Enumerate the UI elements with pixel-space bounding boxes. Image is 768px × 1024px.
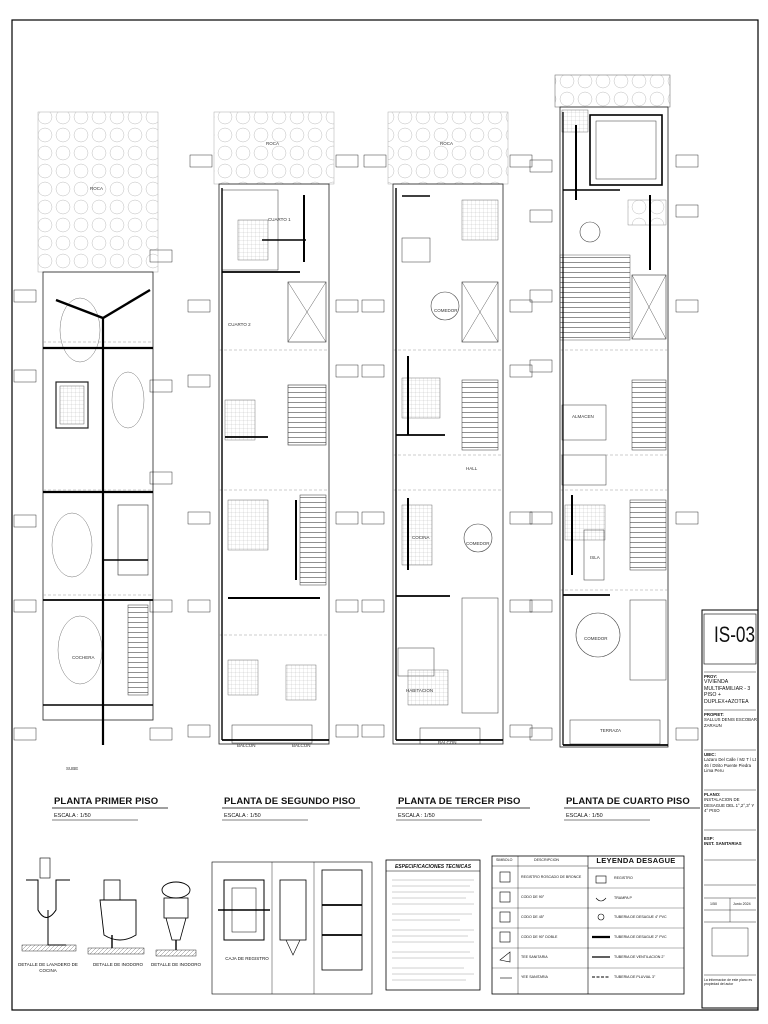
plan-primer-piso — [13, 111, 173, 745]
legend-line: TUBERIA DE PLUVIAL 3" — [614, 975, 656, 979]
room-label-roca: ROCA — [440, 141, 454, 146]
details-area — [21, 857, 373, 995]
scale-value: 1/50 — [710, 902, 717, 906]
room-label-almacen: ALMACEN — [572, 414, 594, 419]
plan-title: PLANTA DE SEGUNDO PISO — [224, 796, 356, 807]
room-label-comedor: COMEDOR — [434, 308, 458, 313]
plan-scale: ESCALA : 1/50 — [224, 813, 261, 819]
plan-title: PLANTA PRIMER PISO — [54, 796, 159, 807]
title-block — [701, 609, 759, 1009]
room-label-balcon: BALCON — [438, 740, 457, 745]
owner-label: PROPIET: — [704, 712, 724, 717]
room-label-balcon: BALCON — [237, 743, 256, 748]
owner-name: SALLUS DENIS ESCOBAR ZARAUN — [704, 717, 758, 728]
location-label: UBIC: — [704, 752, 716, 757]
detail-label-inodoro: DETALLE DE INODORO — [151, 962, 201, 967]
project-title: VIVIENDA MULTIFAMILIAR - 3 PISO + DUPLEX… — [704, 679, 751, 705]
room-label-sube: SUBE — [66, 766, 79, 771]
room-label-terraza: TERRAZA — [600, 728, 622, 733]
title-block-owner: PROPIET: SALLUS DENIS ESCOBAR ZARAUN — [704, 712, 758, 728]
location: Lazaro Del Calle / Mz T / Lt 46 / Dtrito… — [704, 757, 756, 774]
detail-label-caja-registro: CAJA DE REGISTRO — [225, 956, 269, 961]
legend-col-desc: DESCRIPCION — [534, 858, 559, 862]
detail-label-lavadero: DETALLE DE LAVADERO DE COCINA — [18, 962, 78, 973]
specialty: INST. SANITARIAS — [704, 841, 742, 847]
legend-item: YEE SANITARIA — [521, 975, 548, 979]
plan-scale: ESCALA : 1/50 — [566, 813, 603, 819]
plan-scale: ESCALA : 1/50 — [398, 813, 435, 819]
legend-item: TEE SANITARIA — [521, 955, 548, 959]
legend-line: REGISTRO — [614, 876, 633, 880]
title-block-specialty: ESP: INST. SANITARIAS — [704, 836, 758, 847]
sheet-border — [11, 19, 759, 1011]
title-block-project: PROY: VIVIENDA MULTIFAMILIAR - 3 PISO + … — [704, 674, 758, 705]
specs-box — [385, 859, 481, 991]
room-label-cuarto: CUARTO 1 — [268, 217, 291, 222]
legend-table — [491, 855, 685, 995]
room-label-roca: ROCA — [266, 141, 280, 146]
room-label-cuarto: CUARTO 2 — [228, 322, 251, 327]
room-label-habitacion: HABITACION — [406, 688, 434, 693]
room-label-balcon: BALCON — [292, 743, 311, 748]
legend-item: REGISTRO ROSCADO DE BRONCE — [521, 875, 582, 879]
legend-item: CODO DE 90° DOBLE — [521, 935, 558, 939]
room-label-cochera: COCHERA — [72, 655, 95, 660]
plan-title: PLANTA DE CUARTO PISO — [566, 796, 690, 807]
room-label-cocina: COCINA — [412, 535, 430, 540]
title-block-location: UBIC: Lazaro Del Calle / Mz T / Lt 46 / … — [704, 752, 758, 773]
legend-line: TUBERIA DE VENTILACION 2" — [614, 955, 665, 959]
title-block-drawing: PLANO: INSTALACION DE DESAGUE DEL 1°,2°,… — [704, 792, 758, 813]
footer-note: La informacion de este plano es propieda… — [704, 978, 753, 987]
legend-col-symbol: SIMBOLO — [496, 858, 513, 862]
specialty-label: ESP: — [704, 836, 715, 841]
specs-title: ESPECIFICACIONES TECNICAS — [394, 864, 472, 870]
legend-item: CODO DE 90° — [521, 895, 545, 899]
legend-line: TUBERIA DE DESAGUE 4" PVC — [614, 915, 667, 919]
room-label-isla: ISLA — [590, 555, 600, 560]
date-value: Junio 2024 — [733, 902, 751, 906]
plan-segundo-piso — [187, 111, 359, 745]
legend-title: LEYENDA DESAGUE — [596, 856, 676, 865]
plan-cuarto-piso — [529, 74, 699, 748]
detail-label-inodoro: DETALLE DE INODORO — [93, 962, 143, 967]
room-label-hall: HALL — [466, 466, 478, 471]
sheet-code: IS-03 — [714, 622, 756, 647]
drawing-name: INSTALACION DE DESAGUE DEL 1°,2°,3° Y 4°… — [704, 797, 755, 814]
legend-item: CODO DE 45° — [521, 915, 545, 919]
plan-scale: ESCALA : 1/50 — [54, 813, 91, 819]
room-label-comedor: COMEDOR — [584, 636, 608, 641]
drawing-label: PLANO: — [704, 792, 721, 797]
room-label-roca: ROCA — [90, 186, 104, 191]
plan-title: PLANTA DE TERCER PISO — [398, 796, 521, 807]
legend-line: TUBERIA DE DESAGUE 2" PVC — [614, 935, 667, 939]
plan-tercer-piso — [361, 111, 533, 745]
room-label-comedor: COMEDOR — [466, 541, 490, 546]
project-label: PROY: — [704, 674, 718, 679]
legend-line: TRAMPA P — [614, 896, 632, 900]
